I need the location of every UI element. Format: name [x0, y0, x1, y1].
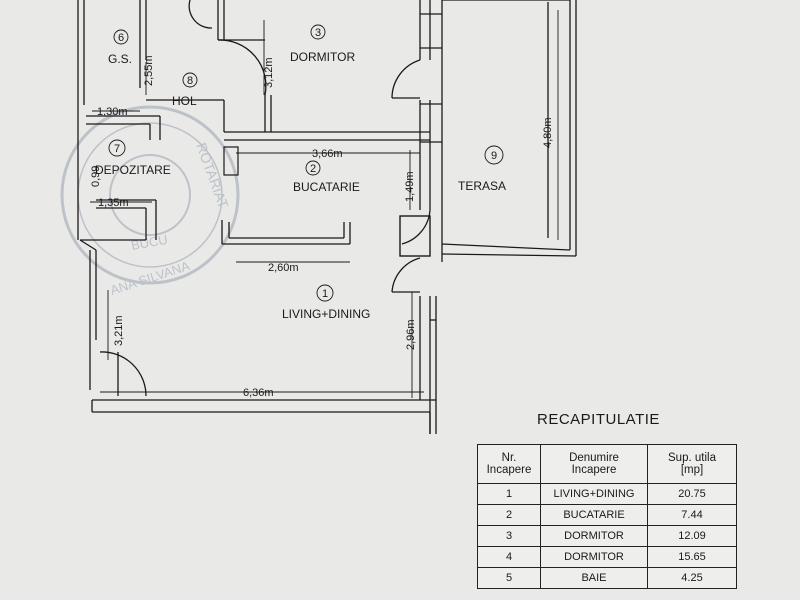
room-number: 9 [491, 150, 497, 162]
dim-living-right-height: 2,96m [405, 319, 417, 350]
dim-bucatarie-width: 3,66m [312, 148, 343, 160]
room-number: 3 [315, 27, 321, 39]
cell-area: 15.65 [647, 546, 737, 568]
cell-area: 20.75 [647, 483, 737, 505]
recap-title: RECAPITULATIE [537, 411, 660, 428]
room-name: DEPOZITARE [95, 163, 171, 177]
room-number: 7 [114, 143, 120, 155]
table-row: 1 LIVING+DINING 20.75 [477, 483, 737, 505]
room-1-living: 1 LIVING+DINING [282, 284, 370, 321]
cell-name: DORMITOR [540, 525, 648, 547]
room-6-gs: 6 G.S. [108, 29, 132, 66]
header-nr: Nr.Incapere [477, 444, 541, 484]
dim-living-left-height: 3,21m [113, 315, 125, 346]
room-9-terasa: 9 TERASA [458, 145, 506, 193]
cell-area: 12.09 [647, 525, 737, 547]
dim-counter-width: 2,60m [268, 262, 299, 274]
room-number: 6 [118, 32, 124, 44]
cell-name: DORMITOR [540, 546, 648, 568]
room-8-hol: 8 HOL [172, 72, 198, 108]
dim-dormitor-height: 3,12m [263, 57, 275, 88]
dimension-labels: 2,55m 3,12m 1,30m 4,80m 3,66m 1,49m 0,99… [90, 55, 554, 399]
dim-living-width: 6,36m [243, 387, 274, 399]
dim-hol-width: 1,30m [97, 106, 128, 118]
table-row: 5 BAIE 4.25 [477, 567, 737, 589]
dimension-lines [90, 10, 559, 398]
room-name: LIVING+DINING [282, 307, 370, 321]
room-number: 2 [310, 163, 316, 175]
cell-name: LIVING+DINING [540, 483, 648, 505]
dim-bucatarie-height: 1,49m [404, 171, 416, 202]
dim-gs-height: 2,55m [143, 55, 155, 86]
room-7-depozitare: 7 DEPOZITARE [95, 139, 171, 177]
table-row: 4 DORMITOR 15.65 [477, 546, 737, 568]
room-number: 1 [322, 288, 328, 300]
dim-terasa-height: 4,80m [542, 117, 554, 148]
room-name: BUCATARIE [293, 180, 360, 194]
room-name: G.S. [108, 52, 132, 66]
room-name: DORMITOR [290, 50, 355, 64]
stamp-inner-text: BUCU [130, 232, 169, 253]
cell-nr: 3 [477, 525, 541, 547]
walls [77, 0, 577, 434]
dim-depozitare-width: 1,35m [98, 197, 129, 209]
room-name: TERASA [458, 179, 506, 193]
room-labels: 6 G.S. 8 HOL 3 DORMITOR 7 DEPOZITARE 2 B… [95, 24, 506, 321]
dim-depozitare-height: 0,99 [90, 166, 102, 187]
header-sup-utila: Sup. utila[mp] [647, 444, 737, 484]
cell-area: 7.44 [647, 504, 737, 526]
cell-nr: 1 [477, 483, 541, 505]
room-name: HOL [172, 94, 197, 108]
cell-nr: 4 [477, 546, 541, 568]
cell-name: BAIE [540, 567, 648, 589]
cell-area: 4.25 [647, 567, 737, 589]
table-row: 3 DORMITOR 12.09 [477, 525, 737, 547]
room-number: 8 [187, 75, 193, 87]
room-3-dormitor: 3 DORMITOR [290, 24, 355, 64]
cell-name: BUCATARIE [540, 504, 648, 526]
table-row: 2 BUCATARIE 7.44 [477, 504, 737, 526]
room-2-bucatarie: 2 BUCATARIE [293, 160, 360, 194]
cell-nr: 5 [477, 567, 541, 589]
cell-nr: 2 [477, 504, 541, 526]
